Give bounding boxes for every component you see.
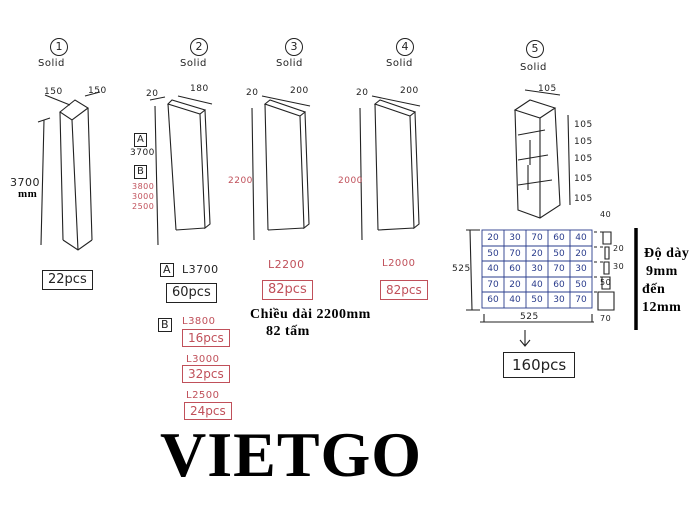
- order-a-length: L3700: [182, 263, 219, 276]
- dim-thickness: 20: [146, 89, 159, 99]
- step-dim: 105: [574, 137, 593, 147]
- grid-cell: 40: [509, 295, 521, 305]
- count-note: 82 tấm: [266, 324, 310, 339]
- grid-height: 525: [452, 264, 471, 274]
- grid-cell: 20: [509, 279, 521, 290]
- step-dim: 105: [574, 174, 593, 184]
- grid-cell: 30: [509, 233, 521, 243]
- grid-cell: 60: [553, 279, 565, 290]
- profile-dim: 40: [600, 210, 612, 219]
- item-type-5: Solid: [520, 62, 547, 73]
- item-type-2: Solid: [180, 58, 207, 69]
- column-1-drawing: [37, 91, 101, 251]
- grid-drawing: [481, 229, 593, 309]
- grid-cell: 30: [531, 264, 543, 274]
- qty-box-3: 82pcs: [262, 280, 313, 300]
- grid-cell: 70: [553, 264, 565, 274]
- dim-thickness: 20: [356, 88, 369, 98]
- item-number-3: 3: [285, 38, 303, 56]
- grid-cell: 50: [553, 248, 565, 259]
- group-b-length: 2500: [132, 202, 155, 211]
- step-dim: 105: [574, 194, 593, 204]
- order-b-qty: 32pcs: [182, 365, 230, 383]
- grid-cell: 70: [509, 248, 521, 259]
- board-2-drawing: [149, 95, 213, 246]
- grid-cell: 30: [553, 295, 565, 305]
- stepped-block-drawing: [513, 89, 571, 219]
- order-a-qty: 60pcs: [166, 283, 217, 303]
- grid-cell: 20: [531, 248, 543, 259]
- board-4-drawing: [359, 95, 421, 241]
- grid-cell: 20: [487, 233, 499, 243]
- dim-thickness: 20: [246, 88, 259, 98]
- dim-width: 200: [290, 86, 309, 96]
- dim-top: 105: [538, 84, 557, 94]
- grid-width: 525: [520, 312, 539, 322]
- length-unit: mm: [18, 188, 38, 200]
- item-number-4: 4: [396, 38, 414, 56]
- item-number-2: 2: [190, 38, 208, 56]
- grid-cell: 50: [575, 279, 587, 290]
- length-label: 2200: [228, 176, 253, 186]
- group-b-length: 3800: [132, 182, 155, 191]
- order-b-length: L3800: [182, 316, 216, 327]
- step-dim: 105: [574, 120, 593, 130]
- order-b-length: L2500: [186, 390, 220, 401]
- order-b-qty: 16pcs: [182, 329, 230, 347]
- order-a-tag: A: [160, 263, 174, 277]
- dim-depth: 150: [88, 86, 107, 96]
- qty-box-1: 22pcs: [42, 270, 93, 290]
- grid-cell: 60: [487, 295, 499, 305]
- grid-cell: 70: [531, 233, 543, 243]
- profile-dim: 50: [600, 278, 612, 287]
- grid-cell: 70: [487, 279, 499, 290]
- step-dim: 105: [574, 154, 593, 164]
- order-length: L2000: [382, 258, 416, 269]
- profile-dim: 70: [600, 314, 612, 323]
- dim-width: 200: [400, 86, 419, 96]
- thickness-label: Độ dày: [644, 246, 690, 261]
- brand-logo: VIETGO: [160, 419, 423, 490]
- length-label: 3700: [10, 176, 40, 189]
- grid-cell: 40: [487, 264, 499, 274]
- qty-box-4: 82pcs: [380, 280, 428, 300]
- order-b-qty: 24pcs: [184, 402, 232, 420]
- order-b-length: L3000: [186, 354, 220, 365]
- grid-cell: 50: [487, 248, 499, 259]
- grid-cell: 20: [575, 248, 587, 259]
- thickness-min: 9mm: [646, 264, 678, 279]
- grid-cell: 50: [531, 295, 543, 305]
- grid-cell: 40: [575, 233, 587, 243]
- item-type-4: Solid: [386, 58, 413, 69]
- group-b-tag: B: [134, 165, 147, 179]
- thickness-to: đến: [642, 282, 666, 297]
- dim-width: 180: [190, 84, 209, 94]
- group-a-length: 3700: [130, 148, 155, 158]
- grid-cell: 30: [575, 264, 587, 274]
- grid-cell: 60: [509, 264, 521, 274]
- profile-dim: 30: [613, 262, 625, 271]
- order-b-tag: B: [158, 318, 172, 332]
- group-b-length: 3000: [132, 192, 155, 201]
- grid-cell: 60: [553, 233, 565, 243]
- dim-width: 150: [44, 87, 63, 97]
- item-number-5: 5: [526, 40, 544, 58]
- board-3-drawing: [251, 95, 311, 241]
- qty-box-5: 160pcs: [503, 352, 576, 378]
- length-note: Chiều dài 2200mm: [250, 307, 371, 322]
- group-a-tag: A: [134, 133, 147, 147]
- grid-cell: 70: [575, 295, 587, 305]
- thickness-max: 12mm: [642, 300, 682, 315]
- item-type-1: Solid: [38, 58, 65, 69]
- length-label: 2000: [338, 176, 363, 186]
- grid-cell: 40: [531, 279, 543, 290]
- item-type-3: Solid: [276, 58, 303, 69]
- order-length: L2200: [268, 258, 305, 271]
- item-number-1: 1: [50, 38, 68, 56]
- profile-dim: 20: [613, 244, 625, 253]
